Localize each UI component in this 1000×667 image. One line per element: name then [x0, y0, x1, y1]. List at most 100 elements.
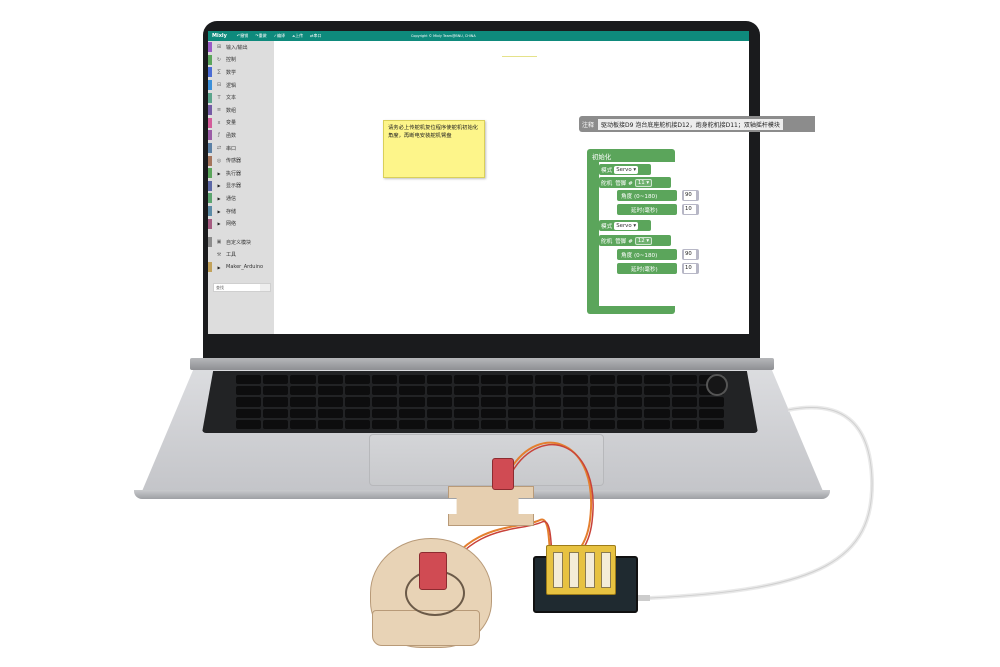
sidebar-category[interactable]: ⊞ 输入/输出 — [208, 41, 274, 54]
category-color-swatch — [208, 105, 212, 116]
sidebar-category[interactable]: ≡数组 — [208, 104, 274, 117]
sidebar-category[interactable]: ▣自定义模块 — [208, 236, 274, 249]
toolbar-upload-button[interactable]: ⏶上传 — [291, 33, 304, 38]
sidebar-category[interactable]: ↻控制 — [208, 54, 274, 67]
sidebar-category[interactable]: ⚒工具 — [208, 249, 274, 262]
category-label: 存储 — [226, 208, 237, 215]
servo-pin-dropdown[interactable]: 12 ▾ — [634, 236, 653, 245]
category-label: 显示器 — [226, 183, 242, 190]
setup-block-title: 初始化 — [592, 153, 612, 161]
servo-angle-input[interactable]: 90 — [682, 249, 699, 260]
keyboard-key — [644, 397, 670, 407]
touchpad — [369, 434, 604, 486]
sidebar-category[interactable]: ⊟逻辑 — [208, 79, 274, 92]
comment-text-field[interactable]: 驱动板接D9 泡台底座舵机接D12，炮身舵机接D11；双轴摇杆模块 — [598, 118, 783, 130]
category-label: 通信 — [226, 195, 237, 202]
keyboard-key — [617, 397, 643, 407]
keyboard-key — [236, 386, 262, 396]
keyboard-key — [453, 386, 479, 396]
sidebar-category[interactable]: ▶Maker_Arduino — [208, 261, 274, 274]
sensor-icon: ◎ — [216, 157, 222, 164]
servo-mode-block[interactable]: 模式 Servo ▾ — [599, 220, 651, 231]
toolbar-compile-button[interactable]: ✓编译 — [273, 33, 285, 38]
servo-delay-input[interactable]: 10 — [682, 204, 699, 215]
servo-mode-dropdown[interactable]: Servo ▾ — [614, 221, 639, 230]
category-color-swatch — [208, 42, 212, 53]
variable-icon: x — [217, 119, 221, 126]
category-label: 数组 — [226, 107, 237, 114]
category-label: 网络 — [226, 221, 237, 228]
keyboard-key — [508, 375, 534, 385]
servo-pin-dropdown[interactable]: 11 ▾ — [634, 178, 653, 187]
keyboard-key — [617, 408, 643, 418]
setup-block[interactable]: 初始化 模式 Servo ▾ 舵机 管脚 # 11 ▾ 角度 (0~180) 9… — [587, 149, 699, 314]
category-color-swatch — [208, 130, 212, 141]
block-search-input[interactable]: 查找 — [213, 283, 271, 292]
keyboard-key — [290, 419, 316, 429]
keyboard-key — [399, 419, 425, 429]
keyboard-key — [290, 386, 316, 396]
keyboard-key — [589, 375, 616, 385]
keyboard-key — [344, 386, 371, 396]
category-label: 逻辑 — [226, 82, 237, 89]
servo-write-block[interactable]: 舵机 管脚 # 12 ▾ — [599, 235, 671, 246]
expand-arrow-icon: ▶ — [217, 221, 221, 227]
serial-icon: ⇄ — [310, 33, 314, 38]
sidebar-category[interactable]: ▶ 存储 — [208, 205, 274, 218]
undo-icon: ↶ — [236, 33, 241, 38]
servo-mode-block[interactable]: 模式 Servo ▾ — [599, 164, 651, 175]
sidebar-category[interactable]: ▶ 显示器 — [208, 180, 274, 193]
keyboard-key — [426, 375, 452, 385]
keyboard-key — [426, 419, 452, 429]
keyboard-key — [671, 386, 697, 396]
servo-angle-input[interactable]: 90 — [682, 190, 699, 201]
keyboard-key — [317, 408, 343, 418]
sidebar-category[interactable]: ▶ 网络 — [208, 217, 274, 230]
category-color-swatch — [208, 80, 212, 91]
sidebar-category[interactable]: ◎ 传感器 — [208, 154, 274, 167]
keyboard-key — [290, 375, 316, 385]
keyboard-key — [562, 375, 588, 385]
sidebar-category[interactable]: ∑数学 — [208, 66, 274, 79]
keyboard-key — [644, 408, 670, 418]
category-label: 传感器 — [226, 158, 242, 165]
laptop-hinge — [190, 358, 774, 370]
category-color-swatch — [208, 54, 212, 65]
keyboard-key — [453, 419, 479, 429]
text-icon: T — [217, 94, 221, 101]
sidebar-category[interactable]: ⇄串口 — [208, 142, 274, 155]
toolbar-undo-button[interactable]: ↶撤销 — [236, 33, 249, 38]
servo-delay-input[interactable]: 10 — [682, 263, 699, 274]
category-label: 工具 — [226, 252, 237, 259]
keyboard-key — [236, 408, 262, 418]
toolbar-serial-button[interactable]: ⇄串口 — [310, 33, 322, 38]
sidebar-category[interactable]: ▶执行器 — [208, 167, 274, 180]
keyboard-key — [535, 397, 561, 407]
toolbar-redo-button[interactable]: ↷重做 — [255, 33, 267, 38]
servo-mode-dropdown[interactable]: Servo ▾ — [614, 165, 639, 174]
sticky-note[interactable]: 请务必上传舵机复位程序使舵机初始化角度，再断电安装舵机臂盘 — [383, 120, 485, 178]
category-color-swatch — [208, 155, 212, 166]
io-icon: ⊞ — [216, 44, 222, 51]
keyboard-key — [589, 397, 616, 407]
search-button[interactable] — [260, 284, 270, 291]
keyboard-key — [671, 419, 697, 429]
keyboard-key — [671, 375, 697, 385]
keyboard-key — [344, 408, 371, 418]
sidebar-category[interactable]: ▶通信 — [208, 192, 274, 205]
expand-arrow-icon: ▶ — [217, 208, 221, 214]
category-label: 输入/输出 — [226, 44, 248, 51]
expand-arrow-icon: ▶ — [217, 183, 221, 189]
keyboard-key — [480, 397, 507, 407]
turntable-base — [372, 610, 480, 646]
check-icon: ✓ — [273, 33, 277, 38]
keyboard-key — [562, 397, 588, 407]
comment-block[interactable]: 注释 驱动板接D9 泡台底座舵机接D12，炮身舵机接D11；双轴摇杆模块 — [579, 116, 815, 132]
category-color-swatch — [208, 218, 212, 229]
blockly-workspace[interactable]: 请务必上传舵机复位程序使舵机初始化角度，再断电安装舵机臂盘 注释 驱动板接D9 … — [274, 41, 815, 334]
servo-write-block[interactable]: 舵机 管脚 # 11 ▾ — [599, 177, 671, 188]
function-icon: ƒ — [218, 132, 220, 139]
